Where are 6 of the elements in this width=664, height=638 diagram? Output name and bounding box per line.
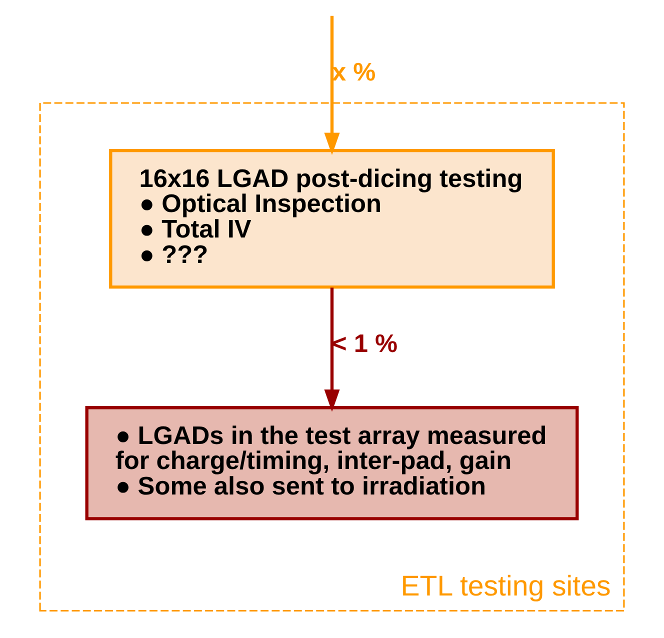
node-box: 16x16 LGAD post-dicing testing ● Optical Inspection ● Total IV ● ???	[109, 149, 555, 289]
arrow	[324, 288, 340, 412]
edge-label: < 1 %	[332, 330, 398, 358]
arrow	[324, 16, 340, 156]
node-box: ● LGADs in the test array measured for charge/timing, inter-pad, gain ● Some also sent to irradiation	[85, 406, 579, 520]
edge-label: x %	[332, 58, 376, 86]
